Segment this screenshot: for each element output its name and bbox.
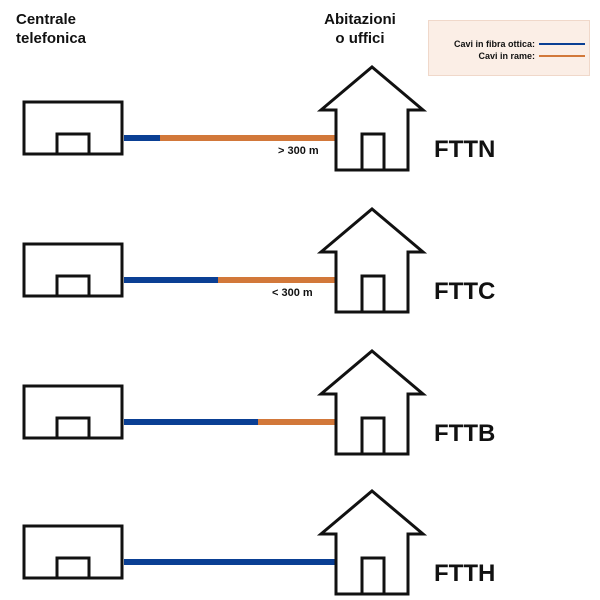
homes-offices-header-line-2: o uffici <box>335 30 385 47</box>
house-icon <box>316 65 428 172</box>
scenario-row-fttc <box>22 207 428 314</box>
scenario-row-ftth <box>22 489 428 596</box>
legend-row-fiber: Cavi in fibra ottica: <box>429 38 589 50</box>
distance-label: < 300 m <box>272 287 313 299</box>
scenario-row-fttb <box>22 349 428 456</box>
tech-label-fttn: FTTN <box>434 136 496 163</box>
house-icon <box>316 207 428 314</box>
legend-copper-swatch <box>539 55 585 57</box>
legend-fiber-swatch <box>539 43 585 45</box>
legend-fiber-label: Cavi in fibra ottica: <box>453 39 535 49</box>
central-office-door-icon <box>55 274 91 298</box>
legend-row-copper: Cavi in rame: <box>429 50 589 62</box>
central-office-icon <box>22 242 124 298</box>
central-office-door-icon <box>55 132 91 156</box>
homes-offices-header-line-1: Abitazioni <box>324 11 396 28</box>
central-office-icon <box>22 100 124 156</box>
tech-label-fttc: FTTC <box>434 278 496 305</box>
central-office-door-icon <box>55 556 91 580</box>
central-office-header-line-1: Centrale <box>16 11 77 28</box>
central-office-door-icon <box>55 416 91 440</box>
house-door-icon <box>360 274 386 314</box>
cable-legend: Cavi in fibra ottica: Cavi in rame: <box>428 20 590 76</box>
house-door-icon <box>360 556 386 596</box>
central-office-header: Centrale telefonica <box>16 10 136 48</box>
legend-copper-label: Cavi in rame: <box>478 51 535 61</box>
house-door-icon <box>360 416 386 456</box>
central-office-header-line-2: telefonica <box>16 30 87 47</box>
central-office-icon <box>22 384 124 440</box>
homes-offices-header: Abitazioni o uffici <box>312 10 408 48</box>
tech-label-fttb: FTTB <box>434 420 496 447</box>
house-icon <box>316 489 428 596</box>
house-door-icon <box>360 132 386 172</box>
central-office-icon <box>22 524 124 580</box>
tech-label-ftth: FTTH <box>434 560 496 587</box>
distance-label: > 300 m <box>278 145 319 157</box>
house-icon <box>316 349 428 456</box>
scenario-row-fttn <box>22 65 428 172</box>
